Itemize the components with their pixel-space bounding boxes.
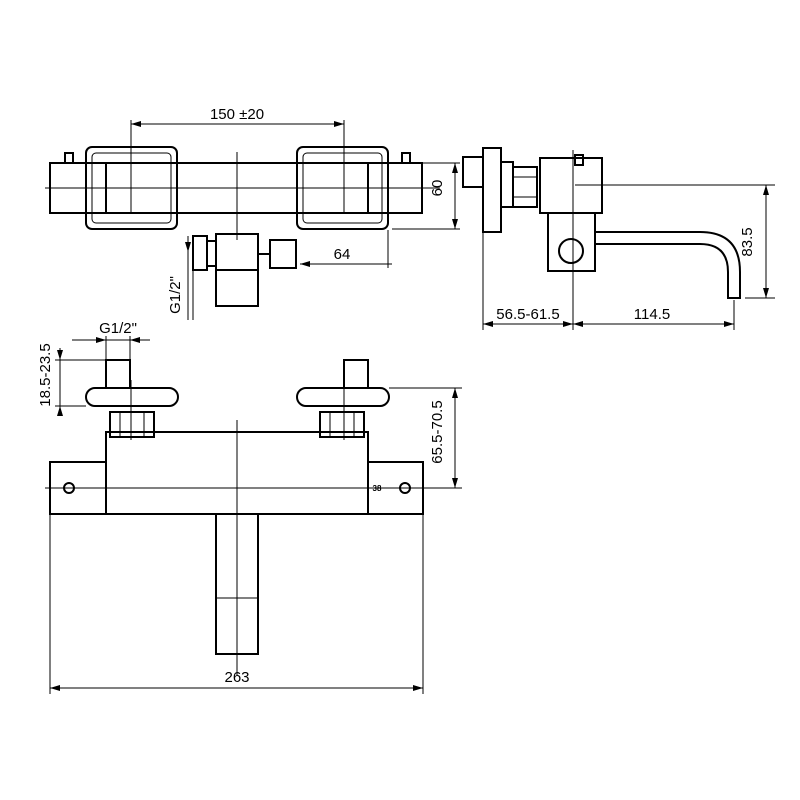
dim-spout-reach: 114.5 <box>634 306 670 323</box>
dim-spacing: 150 ±20 <box>210 106 264 123</box>
dim-outlet-height: 83.5 <box>739 227 756 256</box>
top-view: 150 ±20 60 64 G1/2" <box>45 106 460 320</box>
top-view-right-outlet <box>269 239 297 269</box>
side-view-spout <box>595 231 741 299</box>
side-view-nut <box>512 166 538 208</box>
side-view-wall-flange <box>482 147 502 233</box>
top-view-left-outlet <box>192 235 208 271</box>
side-view-lower-block <box>547 212 596 272</box>
front-view-left-flange <box>85 387 179 407</box>
dim-wall-projection: 56.5-61.5 <box>496 306 559 323</box>
dim-eccentric-projection: 65.5-70.5 <box>429 400 446 463</box>
dim-inlet-thread-vertical: G1/2" <box>167 276 184 314</box>
front-view-right-flange <box>296 387 390 407</box>
dim-outlet-offset: 64 <box>334 246 351 263</box>
dim-inlet-thread-horizontal: G1/2" <box>99 320 137 337</box>
dim-total-width: 263 <box>224 669 249 686</box>
front-view-right-nut <box>319 411 365 438</box>
front-view: 38 G1/2" 18.5-23.5 <box>37 320 462 694</box>
dim-height: 60 <box>429 180 446 197</box>
side-view: 83.5 56.5-61.5 114.5 <box>462 147 775 330</box>
front-view-left-nut <box>109 411 155 438</box>
dim-eccentric-height: 18.5-23.5 <box>37 343 54 406</box>
